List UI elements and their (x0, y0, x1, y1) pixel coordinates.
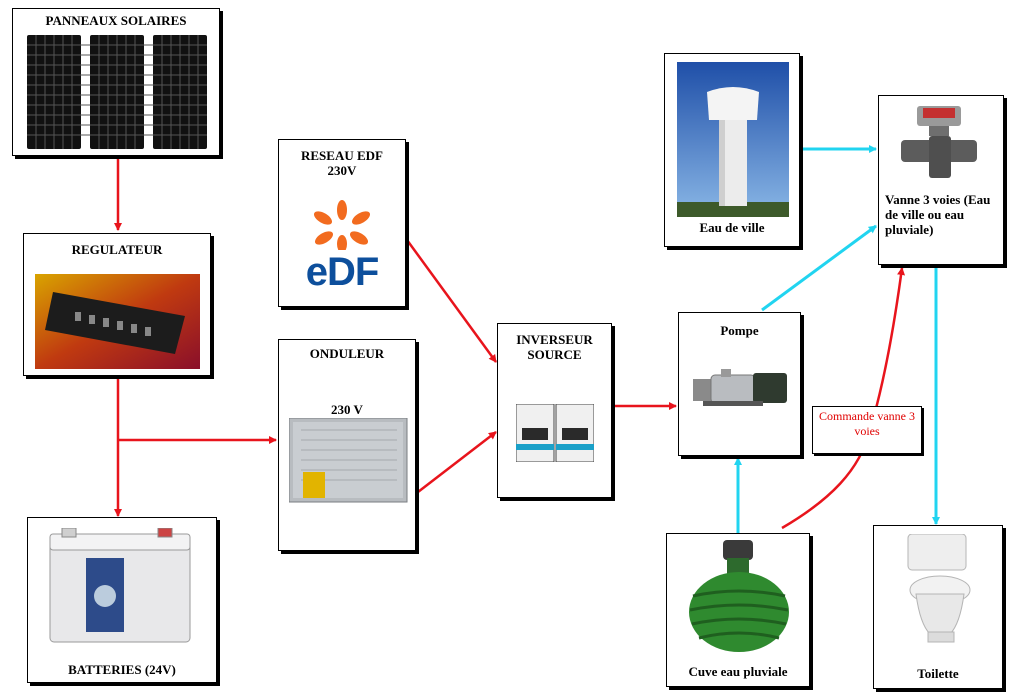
panneaux-label: PANNEAUX SOLAIRES (45, 13, 187, 28)
charge-controller-icon (35, 274, 200, 369)
node-eau-de-ville: Eau de ville (664, 53, 800, 247)
line-onduleur-inverseur (417, 431, 497, 493)
cuve-label: Cuve eau pluviale (688, 664, 788, 679)
node-regulateur: REGULATEUR (23, 233, 211, 376)
inverter-icon (289, 418, 408, 503)
node-pompe: Pompe (678, 312, 801, 456)
edf-flower-icon (313, 200, 371, 250)
inverseur-label: INVERSEUR SOURCE (516, 332, 593, 362)
rainwater-tank-icon (689, 540, 789, 652)
solar-panel-icon (27, 35, 207, 149)
contactor-icon (516, 404, 594, 462)
vanne-label: Vanne 3 voies (Eau de ville ou eau pluvi… (885, 192, 991, 237)
line-edf-inverseur (405, 239, 498, 363)
node-panneaux-solaires: PANNEAUX SOLAIRES (12, 8, 220, 156)
line-pompe-vanne (761, 224, 877, 312)
pump-icon (693, 369, 787, 406)
toilette-label: Toilette (917, 666, 959, 681)
regulateur-label: REGULATEUR (71, 242, 163, 257)
pompe-label: Pompe (720, 323, 759, 338)
batteries-label: BATTERIES (24V) (68, 662, 176, 677)
node-vanne-3-voies: Vanne 3 voies (Eau de ville ou eau pluvi… (878, 95, 1004, 265)
three-way-valve-icon (901, 106, 977, 178)
node-inverseur-source: INVERSEUR SOURCE (497, 323, 612, 498)
node-onduleur: ONDULEUR 230 V (278, 339, 416, 551)
eau-de-ville-label: Eau de ville (699, 220, 765, 235)
reseau-edf-label: RESEAU EDF 230V (301, 148, 383, 178)
onduleur-label: ONDULEUR (309, 346, 385, 361)
node-toilette: Toilette (873, 525, 1003, 689)
node-cuve-eau-pluviale: Cuve eau pluviale (666, 533, 810, 687)
battery-icon (49, 528, 191, 643)
onduleur-voltage: 230 V (331, 402, 363, 417)
node-batteries: BATTERIES (24V) (27, 517, 217, 683)
node-reseau-edf: RESEAU EDF 230V eDF (278, 139, 406, 307)
toilet-icon (907, 534, 971, 643)
edf-logo-text: eDF (305, 250, 380, 294)
commande-vanne-label: Commande vanne 3 voies (812, 406, 922, 454)
water-tower-icon (677, 62, 789, 217)
